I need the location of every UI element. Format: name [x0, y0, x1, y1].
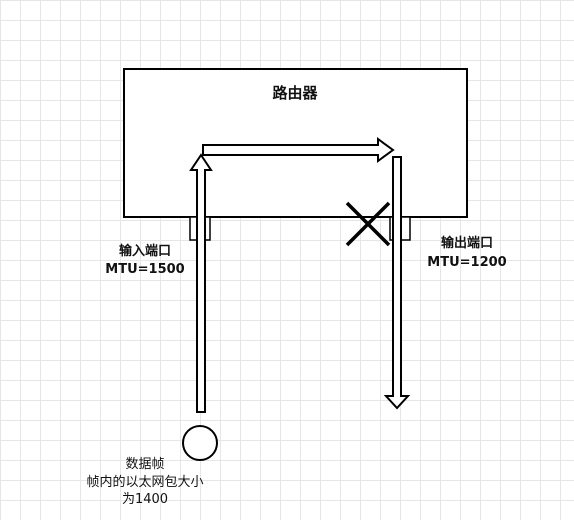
output-port-name: 输出端口 — [440, 236, 493, 251]
output-port-mtu: MTU=1200 — [427, 255, 507, 270]
x-mark-icon — [345, 201, 391, 247]
input-port-mtu: MTU=1500 — [105, 262, 185, 277]
data-frame-circle — [182, 425, 218, 461]
frame-desc-line1: 帧内的以太网包大小 — [86, 475, 204, 490]
input-port-name: 输入端口 — [118, 244, 171, 259]
frame-desc-line2: 为1400 — [121, 492, 169, 507]
outgoing-arrow — [383, 156, 411, 410]
forward-arrow — [202, 137, 395, 163]
incoming-arrow — [189, 153, 213, 413]
router-box — [123, 68, 468, 218]
frame-name: 数据帧 — [125, 457, 165, 472]
router-title: 路由器 — [272, 84, 318, 102]
